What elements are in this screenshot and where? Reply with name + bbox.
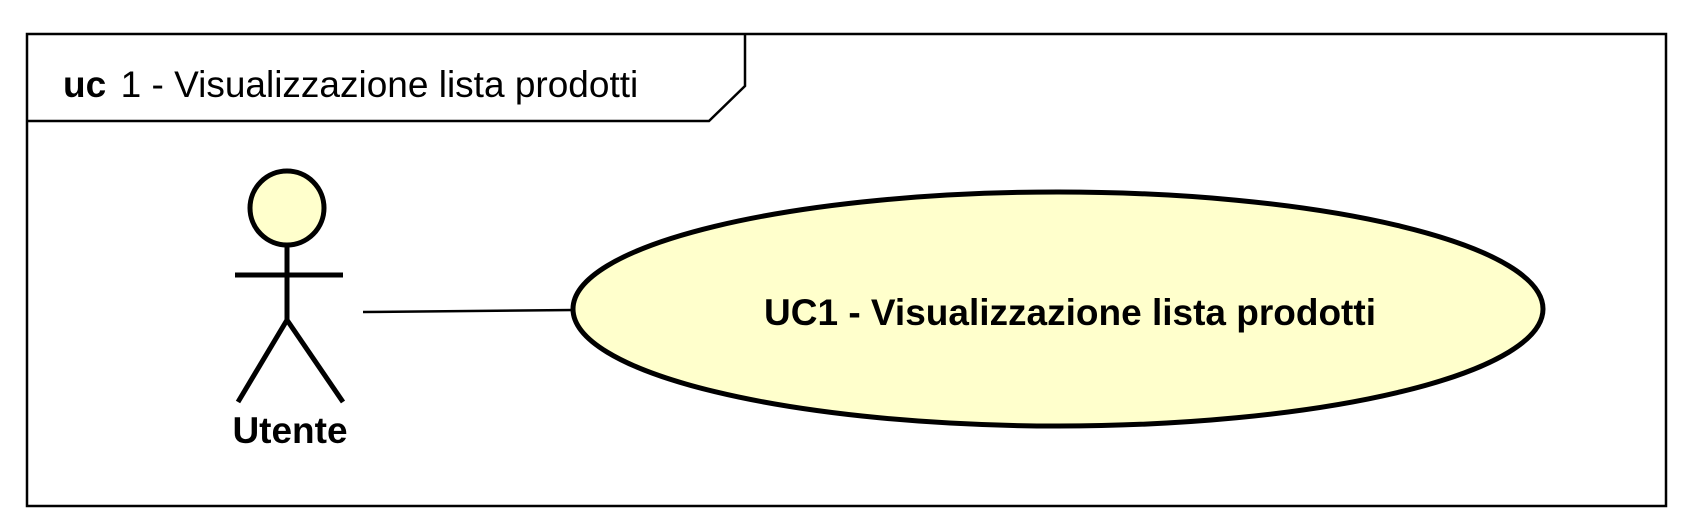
actor-utente[interactable]: Utente	[232, 168, 348, 451]
actor-right-leg	[284, 318, 346, 404]
actor-name: Utente	[232, 410, 347, 451]
use-case-uc1[interactable]: UC1 - Visualizzazione lista prodotti	[570, 189, 1546, 429]
frame-keyword: uc	[63, 64, 106, 105]
use-case-ellipse	[570, 189, 1546, 429]
use-case-label: UC1 - Visualizzazione lista prodotti	[764, 292, 1376, 333]
frame-name: 1 - Visualizzazione lista prodotti	[121, 64, 639, 105]
frame-title: uc 1 - Visualizzazione lista prodotti	[63, 64, 638, 105]
stick-figure-actor-icon	[235, 168, 346, 404]
actor-left-leg	[235, 318, 290, 404]
actor-head	[247, 168, 327, 248]
frame-title-tab	[27, 34, 747, 123]
association-line[interactable]	[362, 308, 575, 314]
